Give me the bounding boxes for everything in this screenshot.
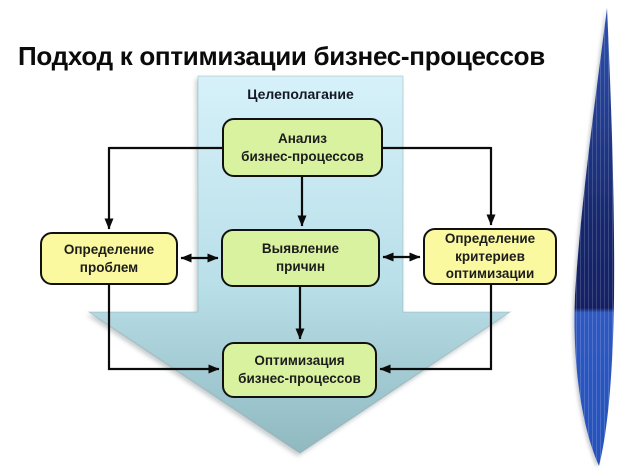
right-accent-shape <box>574 8 615 466</box>
connector-criteria-to-optimization <box>379 284 493 374</box>
page-title: Подход к оптимизации бизнес-процессов <box>18 41 545 72</box>
node-criteria-label: Определение критериев оптимизации <box>444 230 536 282</box>
node-problems-label: Определение проблем <box>63 241 155 275</box>
node-optimization: Оптимизация бизнес-процессов <box>222 342 377 398</box>
connector-problems-to-optimization <box>107 284 220 374</box>
node-analysis: Анализ бизнес-процессов <box>222 118 383 177</box>
node-problems: Определение проблем <box>40 232 178 285</box>
node-optimization-label: Оптимизация бизнес-процессов <box>238 353 361 386</box>
node-causes: Выявление причин <box>221 229 380 287</box>
funnel-stage-label: Целеполагание <box>247 86 354 102</box>
node-analysis-label: Анализ бизнес-процессов <box>241 130 364 164</box>
node-criteria: Определение критериев оптимизации <box>423 228 557 285</box>
node-causes-label: Выявление причин <box>261 241 340 274</box>
